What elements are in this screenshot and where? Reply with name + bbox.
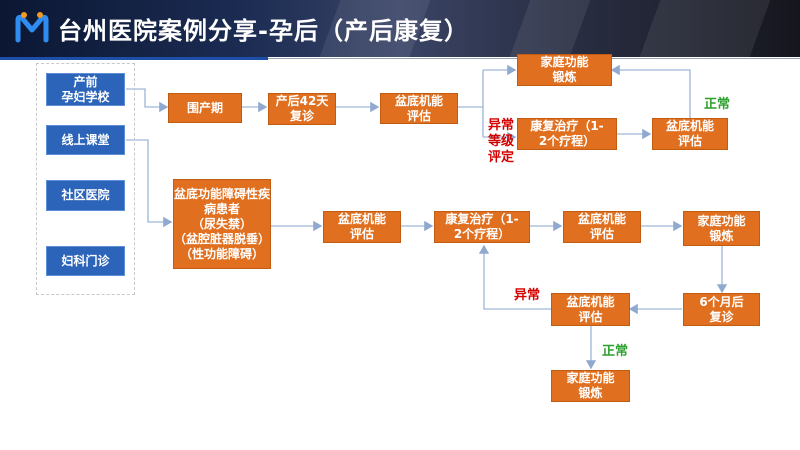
page-title: 台州医院案例分享-孕后（产后康复） (58, 17, 469, 45)
header-accent-line (0, 57, 268, 60)
source-prenatal-school[interactable]: 产前 孕妇学校 (46, 73, 125, 106)
header-bar: 台州医院案例分享-孕后（产后康复） (0, 0, 800, 57)
rehab-treatment-node[interactable]: 康复治疗（1- 2个疗程） (517, 118, 617, 150)
source-online-class[interactable]: 线上课堂 (46, 125, 125, 155)
home-exercise-final-node[interactable]: 家庭功能 锻炼 (551, 370, 630, 402)
pelvic-assessment-node[interactable]: 盆底机能 评估 (323, 211, 401, 243)
rehab-treatment-node[interactable]: 康复治疗（1- 2个疗程） (434, 211, 530, 243)
pelvic-reassessment-node[interactable]: 盆底机能 评估 (563, 211, 641, 243)
home-exercise-node[interactable]: 家庭功能 锻炼 (517, 54, 612, 86)
normal-label: 正常 (601, 344, 628, 359)
pelvic-final-assessment-node[interactable]: 盆底机能 评估 (551, 293, 630, 326)
followup-6-months-node[interactable]: 6个月后 复诊 (683, 293, 760, 326)
m-logo-icon (15, 12, 49, 43)
source-gynecology-clinic[interactable]: 妇科门诊 (46, 246, 125, 276)
normal-label: 正常 (703, 97, 730, 112)
source-community-hospital[interactable]: 社区医院 (46, 180, 125, 211)
pelvic-dysfunction-patient-node[interactable]: 盆底功能障碍性疾 病患者 （尿失禁） （盆腔脏器脱垂） （性功能障碍） (173, 179, 271, 269)
followup-42-days-node[interactable]: 产后42天 复诊 (268, 93, 336, 125)
perinatal-node[interactable]: 围产期 (168, 93, 242, 123)
patient-source-group (36, 63, 135, 295)
home-exercise-node[interactable]: 家庭功能 锻炼 (683, 211, 760, 246)
pelvic-reassessment-node[interactable]: 盆底机能 评估 (652, 118, 728, 150)
abnormal-grading-label: 异常 等级 评定 (487, 118, 514, 165)
abnormal-label: 异常 (513, 288, 540, 303)
pelvic-assessment-node[interactable]: 盆底机能 评估 (380, 93, 458, 124)
